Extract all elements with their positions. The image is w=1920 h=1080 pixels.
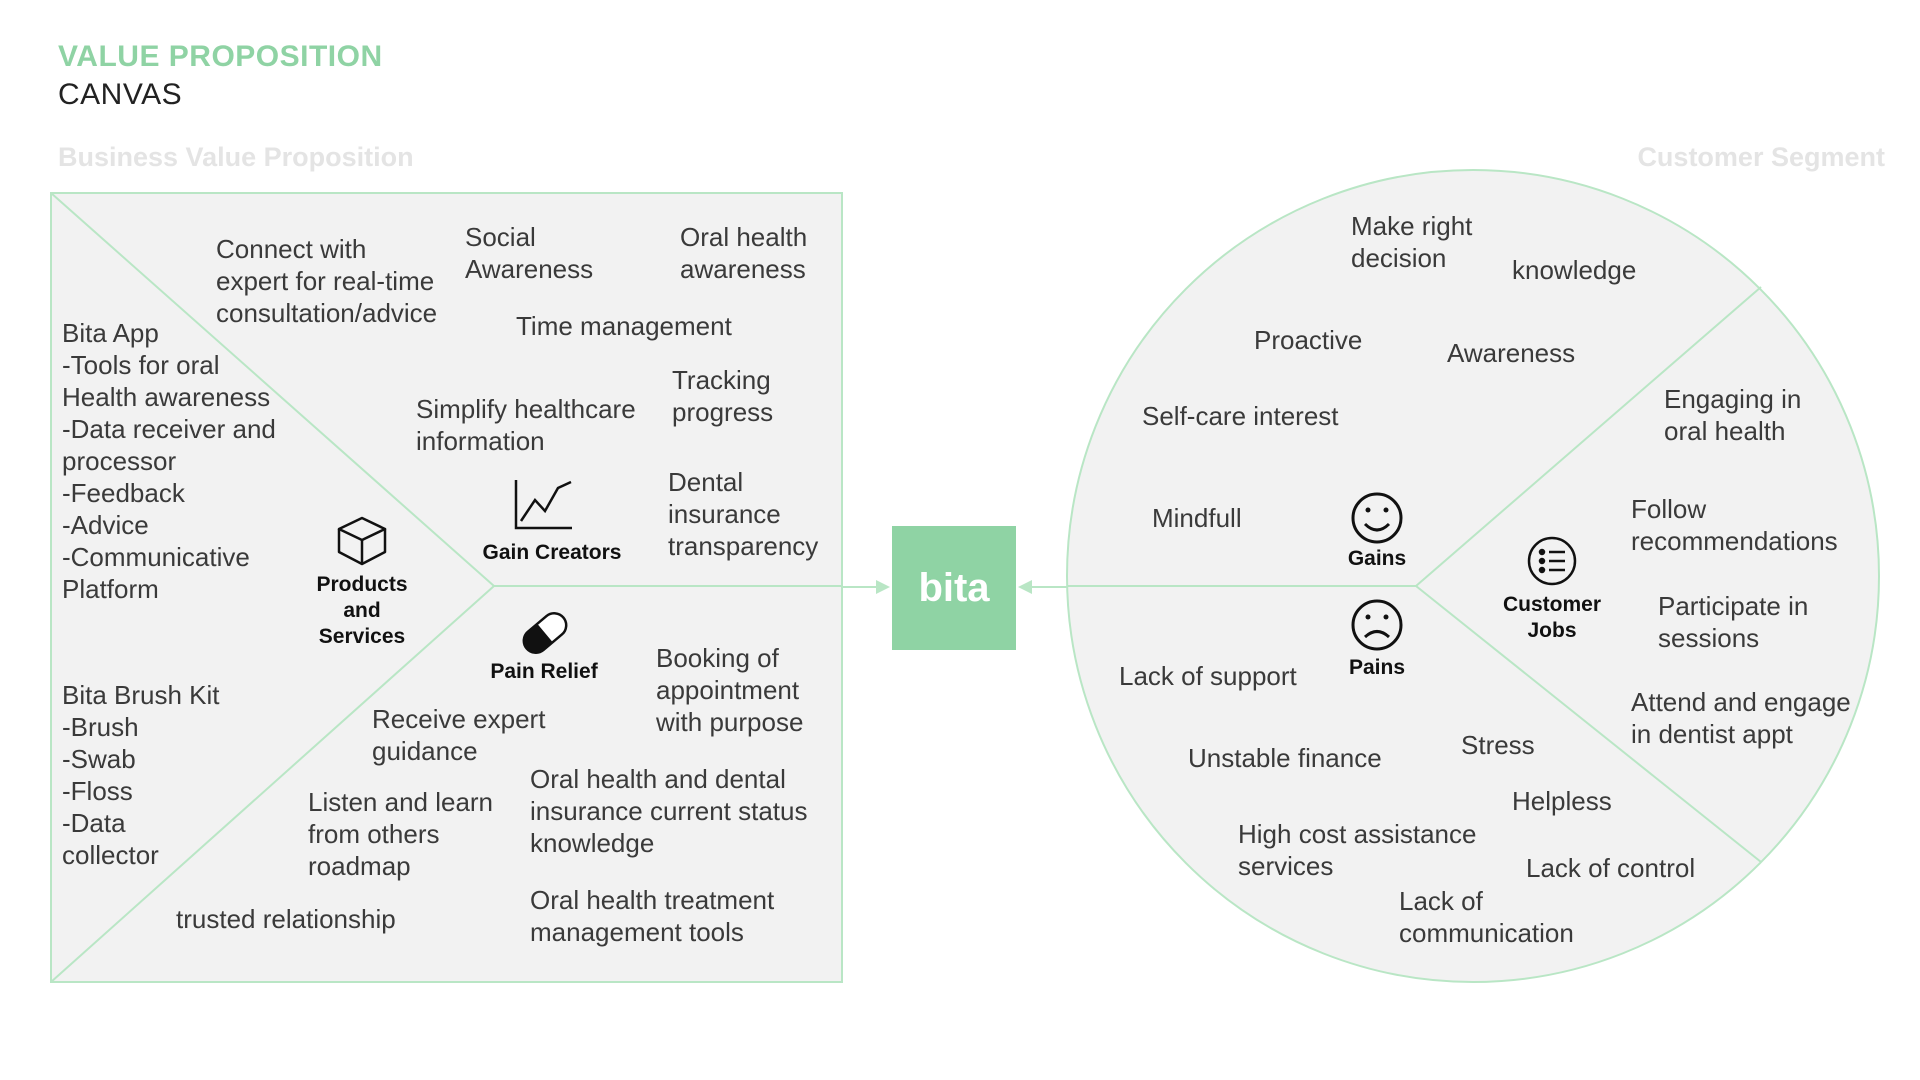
gain-creator-tracking-progress: Tracking progress [672,365,774,427]
customer-jobs-label: Customer Jobs [1502,593,1602,642]
square-divider-top [50,192,495,587]
customer-section-label: Customer Segment [1637,142,1885,172]
smile-icon [1351,492,1403,544]
product-brush-kit: Bita Brush Kit -Brush -Swab -Floss -Data… [62,680,220,870]
gain-awareness: Awareness [1447,338,1576,368]
pain-lack-support: Lack of support [1119,661,1297,691]
gain-self-care: Self-care interest [1142,401,1339,431]
pain-unstable-finance: Unstable finance [1188,743,1382,773]
page-title: VALUE PROPOSITION [58,40,383,73]
box-icon [337,516,387,566]
pain-relief-expert-guidance: Receive expert guidance [372,704,546,766]
job-engaging: Engaging in oral health [1664,384,1802,446]
gain-creator-time-management: Time management [516,311,732,341]
gain-creator-connect-expert: Connect with expert for real-time consul… [216,234,438,328]
arrow-right-head [1018,580,1032,594]
gain-knowledge: knowledge [1512,255,1637,285]
line-chart-icon [514,480,572,530]
arrow-left-head [876,580,890,594]
pain-relief-label: Pain Relief [490,660,598,683]
frown-icon [1351,599,1403,651]
pill-icon [522,612,568,654]
job-attend: Attend and engage in dentist appt [1631,687,1851,749]
list-icon [1527,536,1577,586]
pain-relief-trusted: trusted relationship [176,904,396,934]
page-subtitle: CANVAS [58,78,183,111]
business-section-label: Business Value Proposition [58,142,414,172]
circle-divider-top [1415,286,1762,587]
gain-creator-simplify-info: Simplify healthcare information [416,394,636,456]
gain-creator-social-awareness: Social Awareness [465,222,594,284]
gain-creator-oral-awareness: Oral health awareness [680,222,808,284]
pains-label: Pains [1348,656,1406,679]
bita-center-box: bita [892,526,1016,650]
pain-lack-communication: Lack of communication [1399,886,1574,948]
square-divider-bottom [50,585,495,983]
customer-circle [1066,169,1880,983]
pain-relief-treatment-tools: Oral health treatment management tools [530,885,775,947]
value-square [50,192,843,983]
job-follow: Follow recommendations [1631,494,1838,556]
gain-mindfull: Mindfull [1152,503,1242,533]
gains-label: Gains [1347,547,1407,570]
bita-label: bita [918,565,990,610]
gain-right-decision: Make right decision [1351,211,1473,273]
gain-proactive: Proactive [1254,325,1363,355]
products-services-label: Products and Services [316,573,408,648]
pain-high-cost: High cost assistance services [1238,819,1477,881]
circle-divider-bottom [1415,585,1762,863]
product-bita-app: Bita App -Tools for oral Health awarenes… [62,318,276,604]
pain-lack-control: Lack of control [1526,853,1696,883]
pain-relief-booking: Booking of appointment with purpose [656,643,804,737]
pain-relief-insurance-status: Oral health and dental insurance current… [530,764,808,858]
pain-stress: Stress [1461,730,1535,760]
gain-creators-label: Gain Creators [482,541,622,564]
pain-helpless: Helpless [1512,786,1612,816]
gain-creator-dental-insurance: Dental insurance transparency [668,467,819,561]
pain-relief-listen-learn: Listen and learn from others roadmap [308,787,494,881]
job-participate: Participate in sessions [1658,591,1809,653]
